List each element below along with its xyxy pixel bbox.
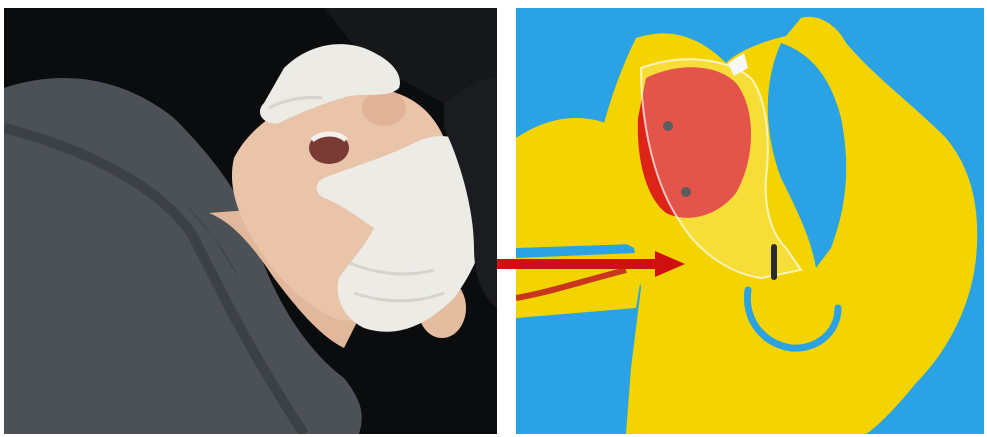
- rivet-top: [663, 121, 673, 131]
- arrow-head: [655, 251, 685, 277]
- left-photo-manikin-jaw-thrust: [4, 8, 497, 434]
- airway-model-illustration: [516, 8, 984, 434]
- manikin-nose: [362, 90, 406, 126]
- arrow-shaft: [497, 259, 657, 269]
- rivet-slot: [771, 244, 777, 280]
- rivet-middle: [681, 187, 691, 197]
- manikin-photo-illustration: [4, 8, 497, 434]
- right-photo-airway-model: [516, 8, 984, 434]
- red-arrow-icon: [497, 251, 687, 277]
